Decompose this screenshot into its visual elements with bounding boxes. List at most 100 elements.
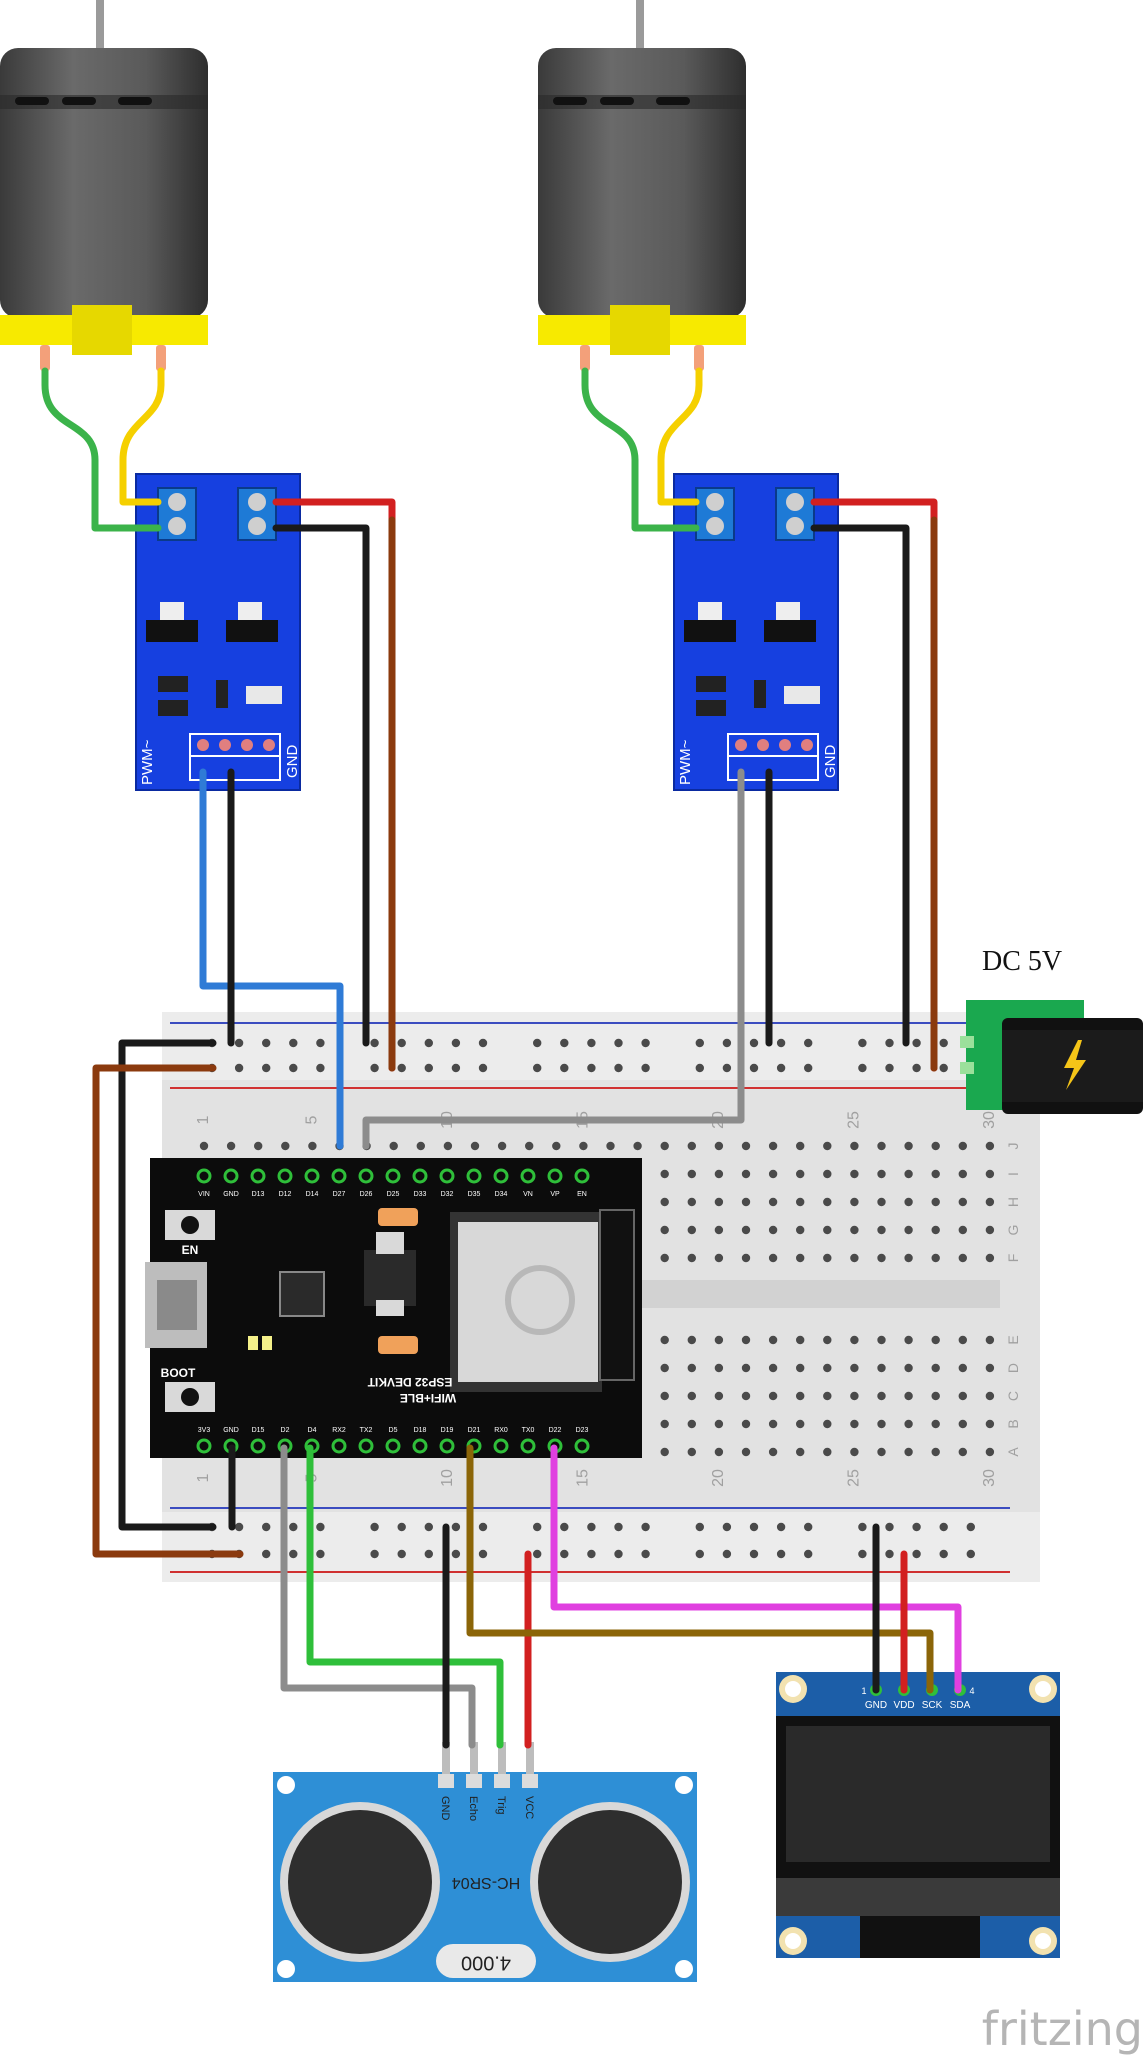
breadboard-hole (823, 1447, 832, 1457)
row-letter: G (1005, 1225, 1021, 1236)
esp32-pin (412, 1438, 428, 1454)
wire-magenta-sda (550, 1444, 962, 1694)
pwm-label: PWM~ (139, 739, 156, 785)
rail-hole (966, 1549, 975, 1559)
column-number: 30 (981, 1111, 998, 1129)
breadboard-hole (877, 1391, 886, 1401)
wire-green-motor-right (581, 367, 700, 532)
ultrasonic-pin-pad (494, 1774, 510, 1788)
breadboard-hole (443, 1141, 453, 1151)
esp32-pin-label: D19 (441, 1427, 454, 1434)
breadboard-hole (714, 1419, 724, 1429)
rail-hole (370, 1522, 379, 1532)
breadboard-hole (741, 1391, 751, 1401)
breadboard-hole (660, 1447, 669, 1457)
breadboard-hole (714, 1197, 724, 1207)
breadboard-hole (768, 1335, 778, 1345)
breadboard-hole (850, 1335, 859, 1345)
breadboard-hole (823, 1141, 832, 1151)
esp32-pin (358, 1168, 374, 1184)
breadboard-hole (714, 1391, 724, 1401)
breadboard-hole (687, 1363, 696, 1373)
wire-black-driver-left (272, 524, 370, 1047)
breadboard-hole (741, 1225, 751, 1235)
breadboard-hole (660, 1363, 669, 1373)
breadboard-hole (823, 1253, 832, 1263)
rail-hole (804, 1038, 813, 1048)
rail-hole (451, 1522, 461, 1532)
breadboard-hole (687, 1391, 696, 1401)
rail-hole (695, 1522, 704, 1532)
column-number: 25 (845, 1111, 862, 1129)
rail-hole (614, 1038, 623, 1048)
breadboard-hole (904, 1391, 913, 1401)
breadboard-hole (823, 1169, 832, 1179)
rail-hole (451, 1038, 461, 1048)
esp32-pin-label: D21 (468, 1427, 481, 1434)
breadboard-hole (823, 1225, 832, 1235)
esp32-pin (250, 1438, 266, 1454)
breadboard-hole (904, 1419, 913, 1429)
esp32-pin-label: D18 (414, 1427, 427, 1434)
rail-hole (560, 1063, 569, 1073)
rail-hole (695, 1038, 704, 1048)
esp32-pin (385, 1438, 401, 1454)
breadboard-hole (660, 1225, 669, 1235)
breadboard-hole (931, 1391, 940, 1401)
rail-hole (749, 1063, 759, 1073)
rail-hole (885, 1038, 894, 1048)
wire-black-rail-jumper (118, 1039, 217, 1531)
breadboard-hole (850, 1419, 859, 1429)
breadboard-hole (796, 1169, 805, 1179)
breadboard-hole (823, 1335, 832, 1345)
motor-driver-right: PWM~ GND (673, 473, 839, 791)
rail-hole (722, 1549, 732, 1559)
rail-hole (939, 1522, 948, 1532)
esp32-pin-label: D12 (279, 1191, 292, 1198)
row-letter: A (1005, 1447, 1021, 1457)
breadboard-hole (660, 1335, 669, 1345)
ultrasonic-pin-label: GND (439, 1796, 451, 1821)
dc-jack (960, 1000, 1143, 1114)
row-letter: C (1005, 1391, 1021, 1401)
rail-hole (397, 1038, 406, 1048)
rail-hole (722, 1038, 732, 1048)
model-label: HC-SR04 (452, 1874, 521, 1891)
esp32-pin-label: D22 (549, 1427, 562, 1434)
esp32-pin-label: D2 (281, 1427, 290, 1434)
rail-hole (478, 1038, 488, 1048)
rail-hole (885, 1522, 894, 1532)
wire-green-trig (306, 1444, 504, 1749)
rail-hole (885, 1549, 894, 1559)
breadboard-hole (850, 1363, 859, 1373)
breadboard-hole (958, 1225, 967, 1235)
breadboard-hole (687, 1447, 696, 1457)
rail-hole (560, 1038, 569, 1048)
column-number: 5 (303, 1115, 320, 1124)
rail-hole (533, 1038, 542, 1048)
esp32-pin (439, 1168, 455, 1184)
rail-hole (587, 1063, 596, 1073)
ultrasonic-pin (442, 1742, 450, 1774)
breadboard-hole (714, 1335, 724, 1345)
breadboard-hole (714, 1253, 724, 1263)
breadboard-hole (714, 1225, 724, 1235)
rail-hole (722, 1522, 732, 1532)
breadboard-hole (850, 1197, 859, 1207)
breadboard-hole (768, 1141, 778, 1151)
rail-hole (262, 1549, 271, 1559)
power-label: DC 5V (982, 946, 1062, 977)
column-number: 20 (710, 1469, 727, 1487)
row-letter: I (1005, 1172, 1021, 1176)
breadboard-hole (714, 1169, 724, 1179)
rail-hole (695, 1063, 704, 1073)
wire-brown-rail-jumper (92, 1064, 244, 1558)
breadboard-hole (904, 1225, 913, 1235)
wire-yellow-motor-right (657, 367, 703, 506)
breadboard-hole (796, 1363, 805, 1373)
rail-hole (587, 1549, 596, 1559)
rail-hole (424, 1038, 433, 1048)
breadboard-hole (687, 1197, 696, 1207)
